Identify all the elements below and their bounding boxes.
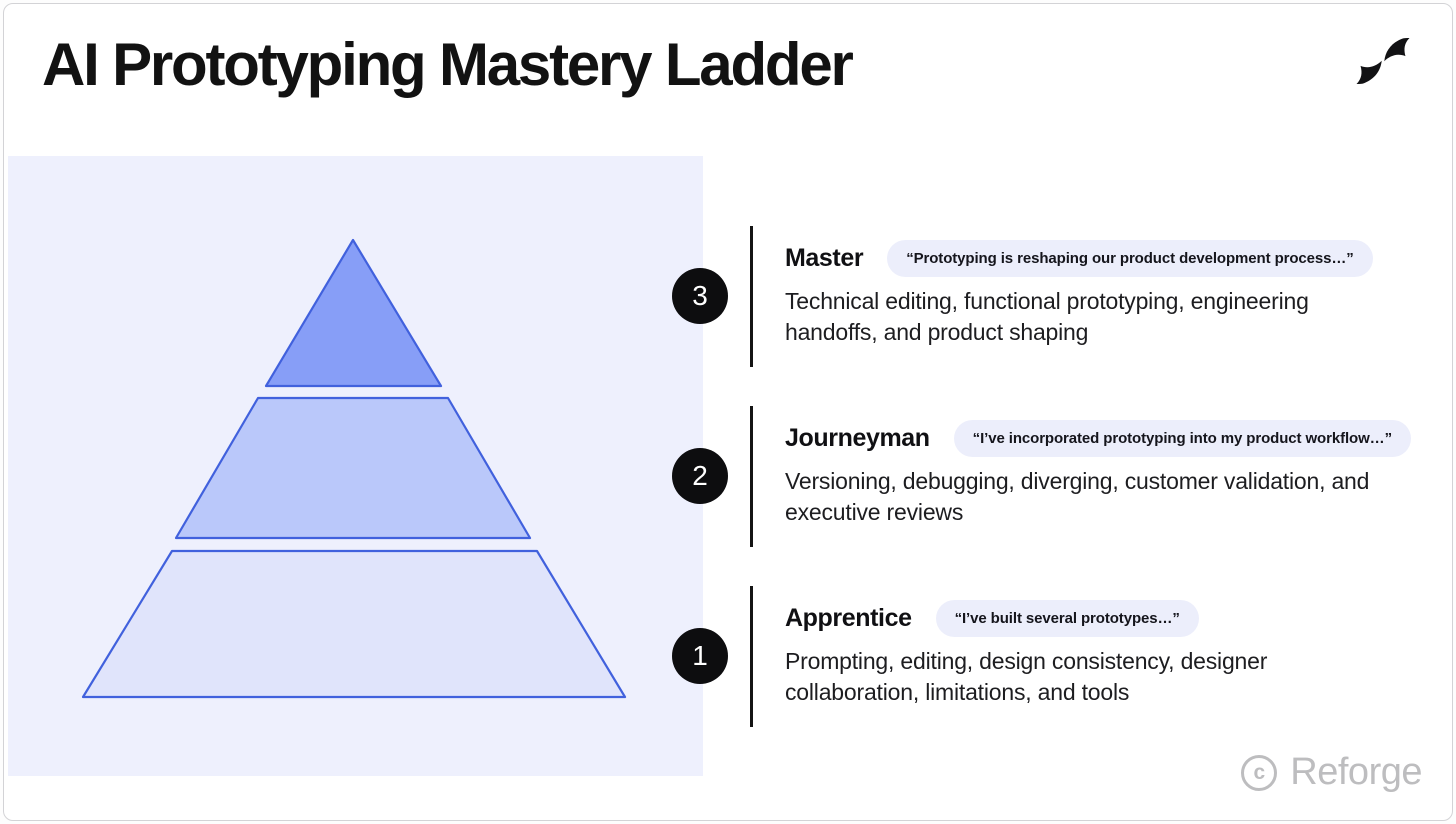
slide-frame: AI Prototyping Mastery Ladder 3 Master “… xyxy=(3,3,1453,821)
level-row-journeyman: 2 Journeyman “I’ve incorporated prototyp… xyxy=(668,400,1428,552)
level-description: Versioning, debugging, diverging, custom… xyxy=(785,468,1370,525)
page-title: AI Prototyping Mastery Ladder xyxy=(42,31,854,98)
level-divider-line xyxy=(750,406,753,547)
level-quote-pill: “I’ve built several prototypes…” xyxy=(935,599,1199,637)
level-name: Journeyman xyxy=(785,423,930,452)
level-divider-line xyxy=(750,226,753,367)
level-description: Prompting, editing, design consistency, … xyxy=(785,648,1268,705)
level-content: Master “Prototyping is reshaping our pro… xyxy=(785,238,1428,348)
reforge-watermark: c Reforge xyxy=(1241,751,1422,794)
level-name: Apprentice xyxy=(785,603,912,632)
level-divider-line xyxy=(750,586,753,727)
level-content: Journeyman “I’ve incorporated prototypin… xyxy=(785,418,1428,528)
level-number-badge: 2 xyxy=(672,448,728,504)
reforge-logo-icon xyxy=(1356,37,1410,85)
watermark-text: Reforge xyxy=(1290,751,1422,793)
level-name: Master xyxy=(785,243,864,272)
level-number-badge: 3 xyxy=(672,268,728,324)
level-row-apprentice: 1 Apprentice “I’ve built several prototy… xyxy=(668,580,1428,732)
pyramid-layer-3 xyxy=(264,238,443,388)
level-heading-row: Apprentice “I’ve built several prototype… xyxy=(785,598,1428,638)
level-row-master: 3 Master “Prototyping is reshaping our p… xyxy=(668,220,1428,372)
level-heading-row: Master “Prototyping is reshaping our pro… xyxy=(785,238,1428,278)
level-number-badge: 1 xyxy=(672,628,728,684)
level-quote-pill: “I’ve incorporated prototyping into my p… xyxy=(953,419,1411,457)
level-description: Technical editing, functional prototypin… xyxy=(785,288,1309,345)
copyright-icon: c xyxy=(1241,754,1278,791)
level-content: Apprentice “I’ve built several prototype… xyxy=(785,598,1428,708)
level-quote-pill: “Prototyping is reshaping our product de… xyxy=(887,239,1373,277)
pyramid-layer-2 xyxy=(174,396,532,540)
pyramid-layer-1 xyxy=(81,549,627,699)
pyramid-panel xyxy=(8,156,703,776)
pyramid-diagram xyxy=(81,238,627,699)
level-heading-row: Journeyman “I’ve incorporated prototypin… xyxy=(785,418,1428,458)
